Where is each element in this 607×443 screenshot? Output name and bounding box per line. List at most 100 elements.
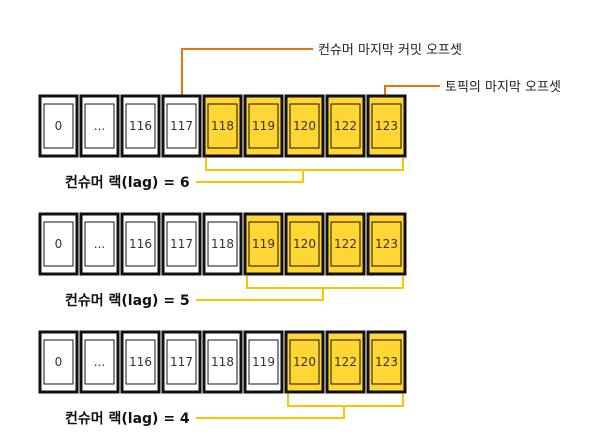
offset-cell: 118 bbox=[202, 330, 243, 394]
offset-cell: 122 bbox=[325, 330, 366, 394]
offset-label: 123 bbox=[375, 119, 398, 133]
offset-label: 116 bbox=[129, 119, 152, 133]
offset-cell: 123 bbox=[366, 94, 407, 158]
lag-connector-line bbox=[195, 170, 304, 183]
offset-cell-inner bbox=[207, 339, 238, 385]
offset-label: 123 bbox=[375, 355, 398, 369]
offset-label: 122 bbox=[334, 237, 357, 251]
lag-bracket bbox=[205, 158, 404, 171]
lag-connector-line bbox=[195, 288, 324, 301]
offset-label: 0 bbox=[55, 355, 63, 369]
offset-label: 122 bbox=[334, 355, 357, 369]
offset-cell-inner bbox=[330, 339, 361, 385]
offset-cell: 119 bbox=[243, 330, 284, 394]
topic-offset-callout-label: 토픽의 마지막 오프셋 bbox=[445, 80, 561, 95]
offset-cell: ... bbox=[79, 330, 120, 394]
partition-row: 0... 116 117 118 119 120 122 123 컨슈머 랙(lag) = 5 bbox=[38, 212, 407, 309]
partition-row: 0... 116 117 118 119 120 122 123 컨슈머 랙(lag) = 6 bbox=[38, 94, 407, 191]
offset-cell-inner bbox=[166, 339, 197, 385]
offset-cell: 116 bbox=[120, 330, 161, 394]
lag-bracket bbox=[246, 276, 404, 289]
offset-cell: 0 bbox=[38, 330, 79, 394]
offset-cell: 118 bbox=[202, 94, 243, 158]
offset-cell-inner bbox=[371, 339, 402, 385]
offset-cell-inner bbox=[289, 221, 320, 267]
offset-cell-inner bbox=[330, 103, 361, 149]
offset-label: 118 bbox=[211, 237, 234, 251]
offset-cell-inner bbox=[125, 103, 156, 149]
topic-offset-callout-line bbox=[384, 85, 440, 96]
offset-cell: 120 bbox=[284, 212, 325, 276]
offset-label: 0 bbox=[55, 237, 63, 251]
offset-cell-inner bbox=[207, 221, 238, 267]
offset-label: 116 bbox=[129, 355, 152, 369]
offset-label: 117 bbox=[170, 237, 193, 251]
offset-label: 116 bbox=[129, 237, 152, 251]
offset-label: ... bbox=[94, 237, 105, 251]
offset-cell: 119 bbox=[243, 212, 284, 276]
lag-connector-line bbox=[195, 406, 345, 419]
offset-cell: 118 bbox=[202, 212, 243, 276]
offset-cell-inner bbox=[84, 221, 115, 267]
consumer-lag-label: 컨슈머 랙(lag) = 6 bbox=[65, 174, 190, 191]
offset-label: 119 bbox=[252, 355, 275, 369]
offset-cell: 120 bbox=[284, 94, 325, 158]
offset-label: 117 bbox=[170, 355, 193, 369]
offset-cell-inner bbox=[248, 221, 279, 267]
lag-bracket bbox=[287, 394, 404, 407]
offset-label: 119 bbox=[252, 237, 275, 251]
offset-cell: 116 bbox=[120, 94, 161, 158]
consumer-lag-label: 컨슈머 랙(lag) = 4 bbox=[65, 410, 190, 427]
offset-cell-inner bbox=[125, 221, 156, 267]
offset-cell: 122 bbox=[325, 94, 366, 158]
consumer-offset-callout-label: 컨슈머 마지막 커밋 오프셋 bbox=[318, 43, 462, 58]
offset-cell-inner bbox=[166, 103, 197, 149]
offset-cell: 0 bbox=[38, 212, 79, 276]
offset-cell-inner bbox=[43, 221, 74, 267]
offset-label: 120 bbox=[293, 119, 316, 133]
offset-cell: ... bbox=[79, 212, 120, 276]
offset-cell-inner bbox=[166, 221, 197, 267]
offset-cell-inner bbox=[207, 103, 238, 149]
offset-cell-inner bbox=[248, 339, 279, 385]
offset-label: 119 bbox=[252, 119, 275, 133]
offset-cell-inner bbox=[84, 103, 115, 149]
offset-cell-inner bbox=[125, 339, 156, 385]
partition-row: 0... 116 117 118 119 120 122 123 컨슈머 랙(lag) = 4 bbox=[38, 330, 407, 427]
offset-cell-inner bbox=[43, 103, 74, 149]
offset-label: 120 bbox=[293, 237, 316, 251]
offset-cell: 117 bbox=[161, 94, 202, 158]
offset-cell-inner bbox=[84, 339, 115, 385]
offset-label: 123 bbox=[375, 237, 398, 251]
offset-label: 118 bbox=[211, 119, 234, 133]
offset-label: ... bbox=[94, 119, 105, 133]
offset-cell-inner bbox=[330, 221, 361, 267]
offset-cell-inner bbox=[289, 339, 320, 385]
offset-cell-inner bbox=[43, 339, 74, 385]
offset-cell: 116 bbox=[120, 212, 161, 276]
offset-cell-inner bbox=[248, 103, 279, 149]
offset-label: 122 bbox=[334, 119, 357, 133]
offset-label: 0 bbox=[55, 119, 63, 133]
offset-cell: 117 bbox=[161, 212, 202, 276]
offset-cell: 120 bbox=[284, 330, 325, 394]
consumer-offset-callout-line bbox=[181, 48, 313, 96]
offset-cell-inner bbox=[371, 103, 402, 149]
offset-label: 117 bbox=[170, 119, 193, 133]
offset-label: 120 bbox=[293, 355, 316, 369]
offset-label: ... bbox=[94, 355, 105, 369]
offset-cell: 123 bbox=[366, 330, 407, 394]
offset-cell: ... bbox=[79, 94, 120, 158]
offset-cell: 117 bbox=[161, 330, 202, 394]
offset-cell: 0 bbox=[38, 94, 79, 158]
consumer-lag-label: 컨슈머 랙(lag) = 5 bbox=[65, 292, 190, 309]
offset-cell: 119 bbox=[243, 94, 284, 158]
callouts: 컨슈머 마지막 커밋 오프셋 토픽의 마지막 오프셋 bbox=[181, 43, 561, 96]
offset-cell: 123 bbox=[366, 212, 407, 276]
offset-cell-inner bbox=[289, 103, 320, 149]
offset-cell: 122 bbox=[325, 212, 366, 276]
offset-label: 118 bbox=[211, 355, 234, 369]
offset-cell-inner bbox=[371, 221, 402, 267]
